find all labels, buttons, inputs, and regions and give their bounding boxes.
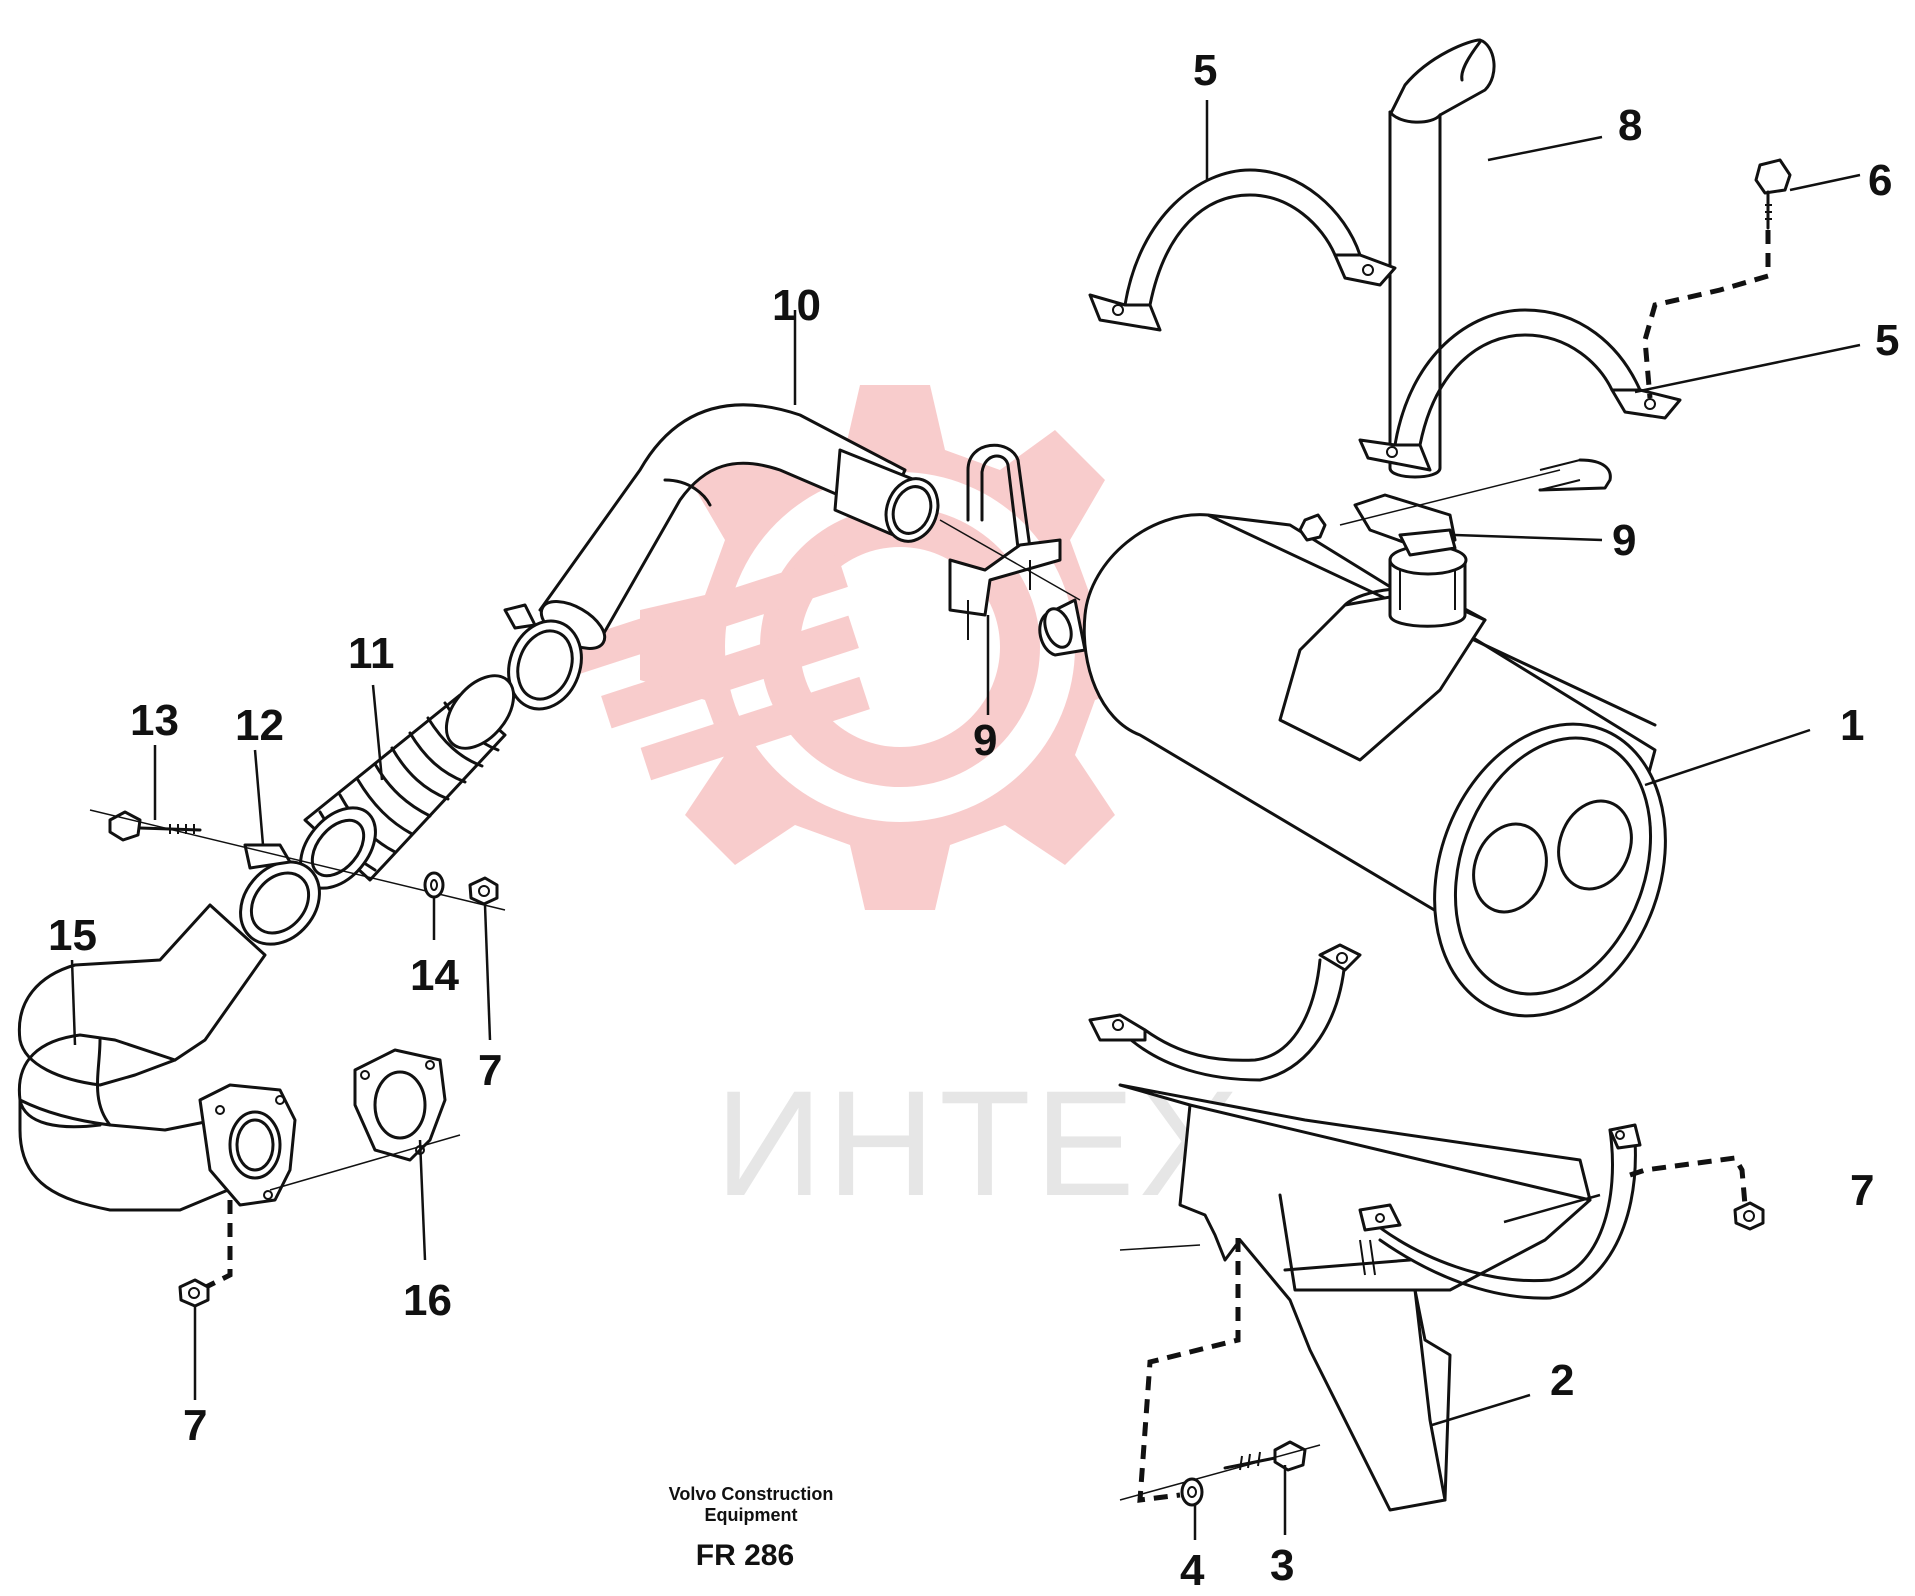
callout-5-top: 5 xyxy=(1193,46,1217,95)
nut-7-lower-left xyxy=(178,1200,233,1308)
callout-6: 6 xyxy=(1868,156,1892,205)
gasket-16 xyxy=(269,1048,461,1191)
mounting-strap-lower xyxy=(1088,943,1642,1300)
figure-code: FR 286 xyxy=(696,1539,794,1572)
flexible-hose xyxy=(299,674,516,890)
clamp-9-upper xyxy=(1298,458,1612,557)
callout-3: 3 xyxy=(1270,1541,1294,1590)
mounting-bracket xyxy=(1118,1083,1592,1512)
callout-9-right: 9 xyxy=(1612,516,1636,565)
nut-7-lower-right xyxy=(1629,1155,1765,1231)
muffler xyxy=(1038,513,1667,1018)
lower-bent-pipe xyxy=(17,903,267,1212)
callout-4: 4 xyxy=(1180,1546,1205,1591)
watermark-gear-logo xyxy=(561,385,1160,910)
callout-7-left: 7 xyxy=(183,1401,207,1450)
callout-7-right: 7 xyxy=(1850,1166,1874,1215)
mounting-strap-upper xyxy=(1088,168,1397,332)
mounting-strap-right xyxy=(1358,308,1682,472)
callout-7-middle: 7 xyxy=(478,1046,502,1095)
hose-clamp-upper xyxy=(503,603,583,711)
bent-pipe xyxy=(538,403,940,650)
pipe-flange xyxy=(198,1083,297,1207)
callout-10: 10 xyxy=(772,281,821,330)
callout-16: 16 xyxy=(403,1276,452,1325)
callout-5-right: 5 xyxy=(1875,316,1899,365)
callout-1: 1 xyxy=(1840,701,1864,750)
footer: Volvo Construction Equipment FR 286 xyxy=(669,1484,834,1572)
callout-11: 11 xyxy=(348,629,395,678)
callout-2: 2 xyxy=(1550,1356,1574,1405)
maker-name-line1: Volvo Construction xyxy=(669,1484,834,1504)
callout-15: 15 xyxy=(48,911,97,960)
washer-4 xyxy=(1119,1238,1241,1507)
leader-lines xyxy=(70,100,1861,1540)
callout-labels: 1 2 3 4 5 5 6 7 7 7 8 9 9 10 11 12 13 14… xyxy=(48,46,1899,1595)
callout-9-middle: 9 xyxy=(973,716,997,765)
hose-clamp-12 xyxy=(239,843,321,946)
callout-12: 12 xyxy=(235,701,284,750)
callout-14: 14 xyxy=(410,951,459,1000)
maker-name-line2: Equipment xyxy=(705,1505,798,1525)
nut-7-middle xyxy=(468,876,499,906)
callout-8: 8 xyxy=(1618,101,1642,150)
tail-pipe xyxy=(1388,38,1496,479)
washer-14 xyxy=(423,871,445,899)
bolt-6 xyxy=(1642,158,1792,399)
clamp-9-middle xyxy=(939,443,1081,640)
bolt-3 xyxy=(1119,1440,1321,1501)
watermark-text: ИНТЕХ xyxy=(715,1059,1243,1227)
callout-13: 13 xyxy=(130,696,179,745)
